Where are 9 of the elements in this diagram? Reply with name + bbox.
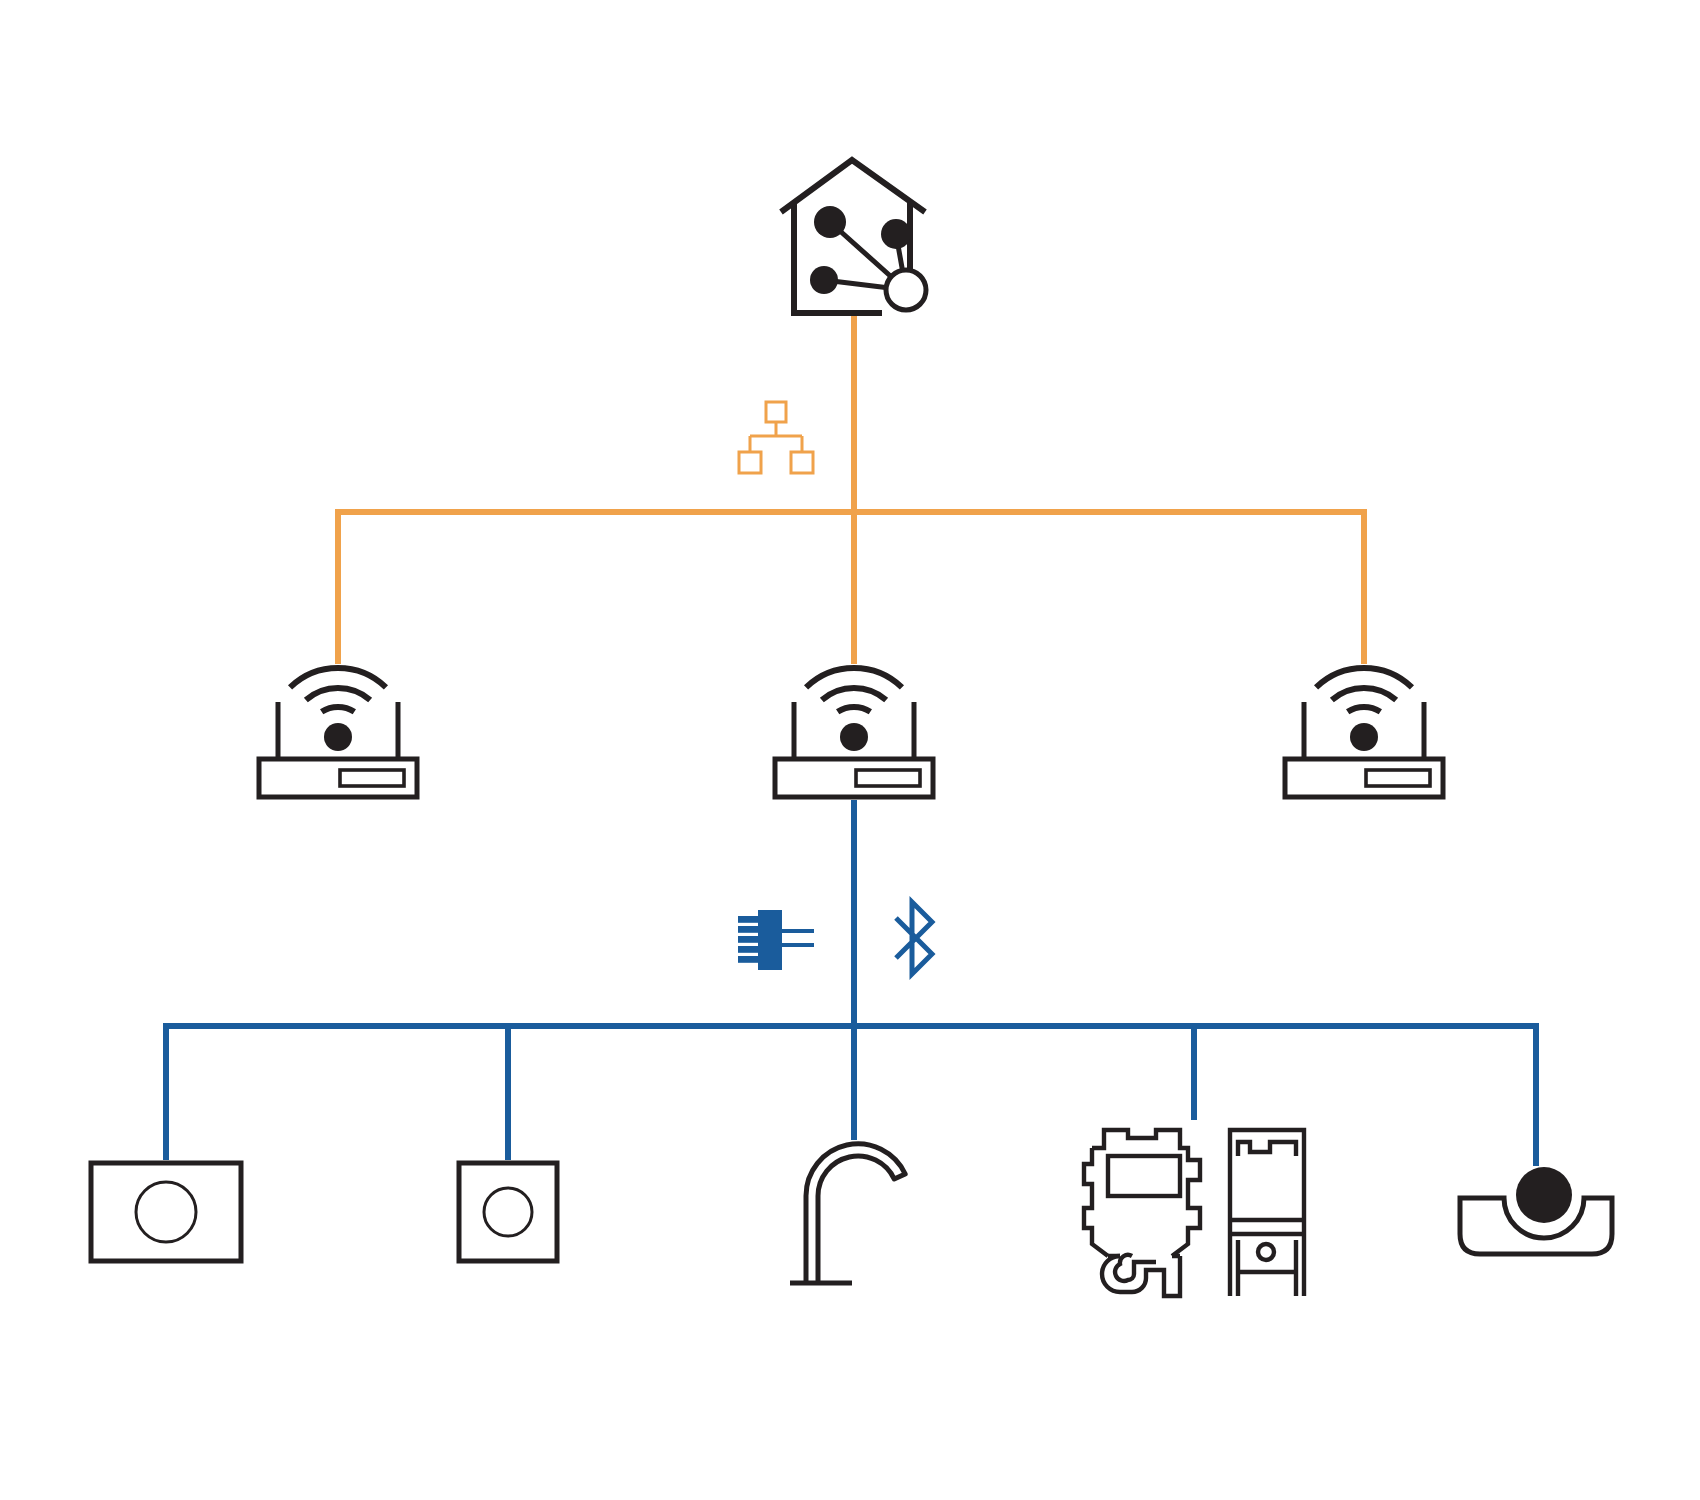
wifi-router-icon xyxy=(1282,664,1446,800)
wifi-router-icon xyxy=(772,664,936,800)
flush-plate-icon xyxy=(88,1160,244,1264)
connector-line xyxy=(851,316,1367,664)
wifi-router-icon xyxy=(256,664,420,800)
square-button-plate-icon xyxy=(456,1160,560,1264)
connector-line xyxy=(851,800,1539,1166)
house-network-icon xyxy=(778,156,930,316)
bowl-with-ball-icon xyxy=(1456,1166,1616,1258)
